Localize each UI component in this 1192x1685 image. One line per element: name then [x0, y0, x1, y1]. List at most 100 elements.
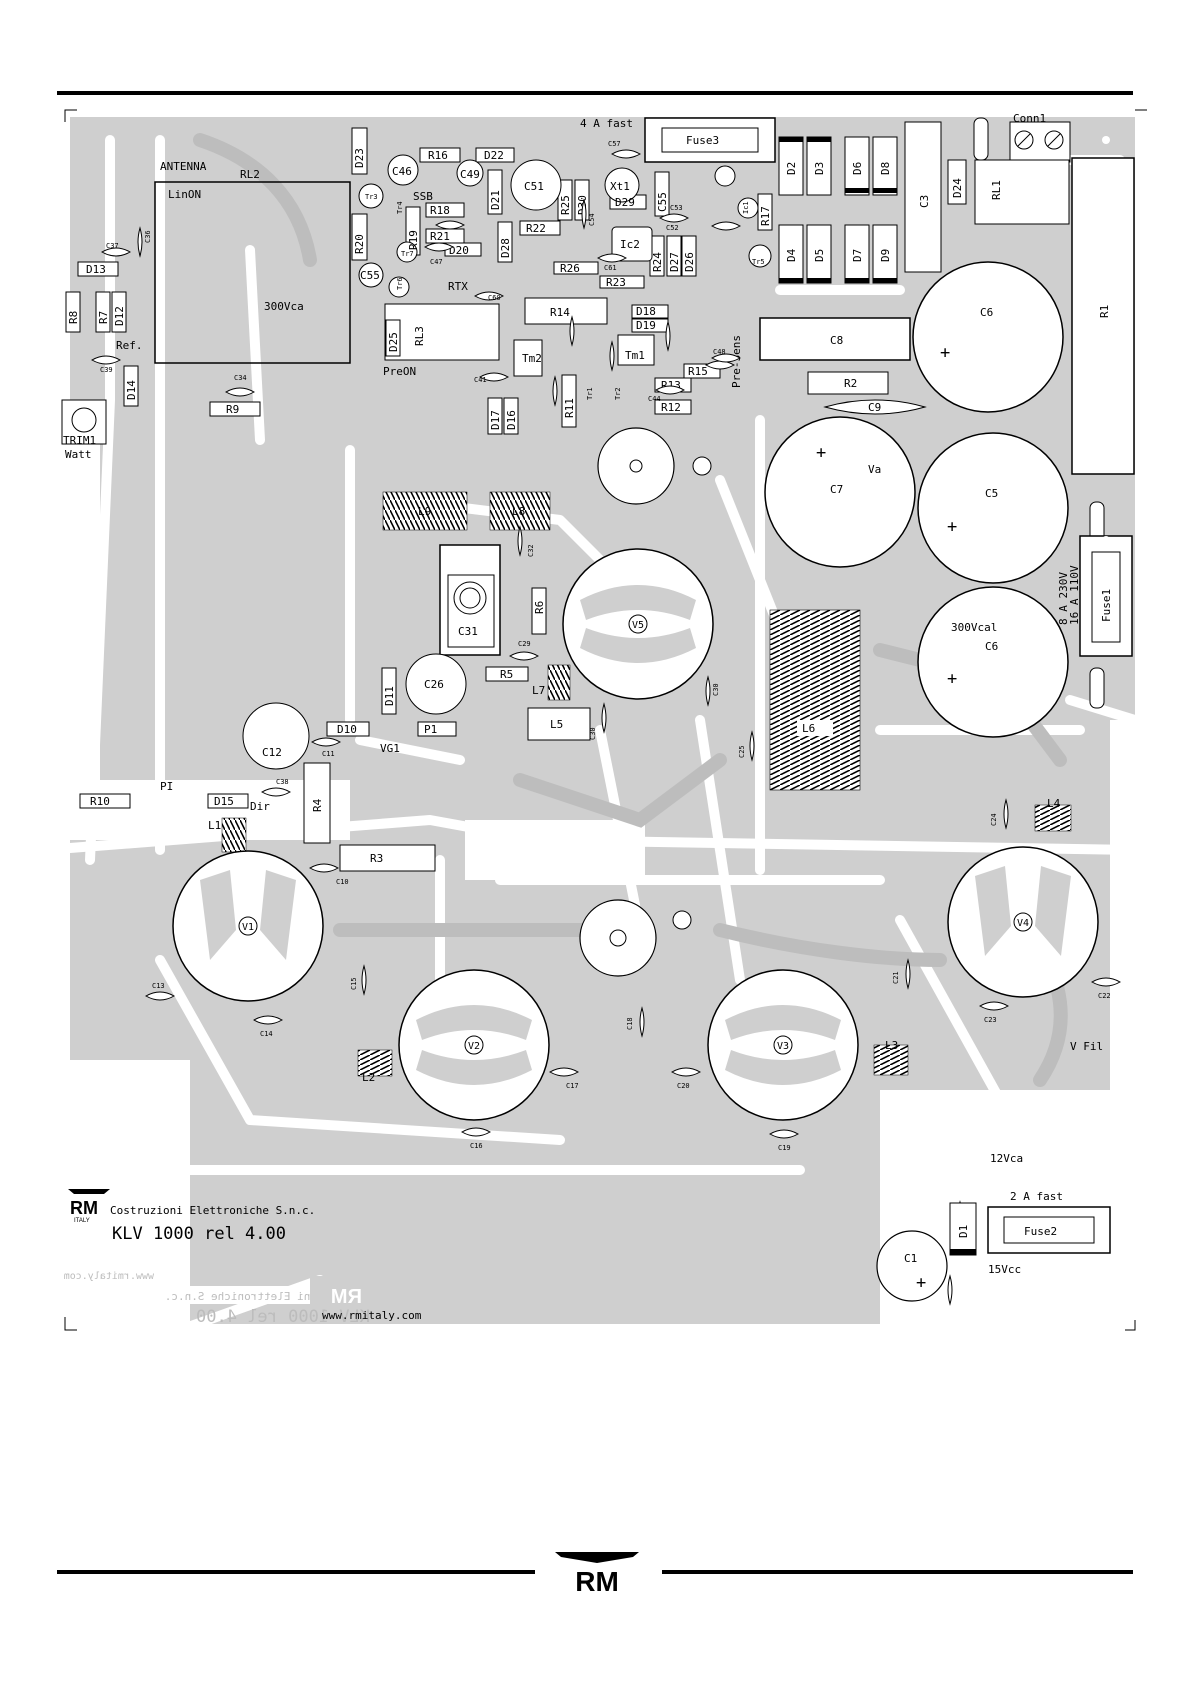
svg-text:D16: D16: [505, 410, 518, 430]
svg-text:C47: C47: [430, 258, 443, 266]
svg-text:C21: C21: [892, 971, 900, 984]
capacitor-c3: C3: [904, 121, 942, 273]
svg-text:R9: R9: [226, 403, 239, 416]
svg-text:C8: C8: [830, 334, 843, 347]
svg-text:R11: R11: [563, 398, 576, 418]
svg-text:C11: C11: [322, 750, 335, 758]
resistor-r2: R2: [807, 371, 889, 395]
relay-rl3: D25 RL3 PreON: [383, 303, 500, 378]
electrolytic-c4: C5 +: [917, 432, 1069, 584]
svg-text:R7: R7: [97, 311, 110, 324]
left-edge-labels: D13 R8 R7 D12 D14 Ref. TRIM1 Watt R9 R10…: [63, 263, 270, 813]
svg-text:L1: L1: [208, 819, 221, 832]
svg-text:R23: R23: [606, 276, 626, 289]
svg-text:Conn1: Conn1: [1013, 112, 1046, 125]
svg-text:300Vca: 300Vca: [264, 300, 304, 313]
svg-text:C51: C51: [524, 180, 544, 193]
svg-text:C6: C6: [985, 640, 998, 653]
svg-text:C39: C39: [100, 366, 113, 374]
svg-text:R25: R25: [559, 195, 572, 215]
svg-text:SSB: SSB: [413, 190, 433, 203]
svg-text:D28: D28: [499, 238, 512, 258]
svg-text:D12: D12: [113, 306, 126, 326]
svg-text:RM: RM: [331, 1286, 362, 1308]
svg-text:D1: D1: [957, 1225, 970, 1238]
svg-text:LinON: LinON: [168, 188, 201, 201]
svg-text:C23: C23: [984, 1016, 997, 1024]
electrolytic-c5: C6 300Vcal +: [917, 586, 1069, 738]
svg-text:D3: D3: [813, 162, 826, 175]
svg-text:Watt: Watt: [65, 448, 92, 461]
svg-text:Tr4: Tr4: [396, 201, 404, 214]
ceramic-capacitor-labels: C37 C39 C34 C36 C41 C48 C44 C32 C29 C30 …: [100, 140, 1111, 1228]
rectifier-diode-labels: D2 D3 D4 D5 D6 D8 D7 D9: [785, 162, 892, 262]
svg-text:C15: C15: [350, 977, 358, 990]
svg-text:16 A 110V: 16 A 110V: [1068, 565, 1081, 625]
svg-text:RL3: RL3: [413, 326, 426, 346]
svg-text:D18: D18: [636, 305, 656, 318]
svg-text:C25: C25: [738, 745, 746, 758]
svg-text:C20: C20: [677, 1082, 690, 1090]
svg-text:P1: P1: [424, 723, 437, 736]
svg-text:C57: C57: [608, 140, 621, 148]
svg-text:RTX: RTX: [448, 280, 468, 293]
svg-text:4 A fast: 4 A fast: [580, 117, 633, 130]
svg-text:D24: D24: [951, 178, 964, 198]
svg-text:R21: R21: [430, 230, 450, 243]
svg-text:Fuse2: Fuse2: [1024, 1225, 1057, 1238]
svg-text:C38: C38: [276, 778, 289, 786]
svg-text:L6: L6: [802, 722, 815, 735]
svg-text:Tm2: Tm2: [522, 352, 542, 365]
svg-text:C26: C26: [424, 678, 444, 691]
svg-text:D15: D15: [214, 795, 234, 808]
svg-text:C7: C7: [830, 483, 843, 496]
electrolytic-c6: C6 +: [912, 261, 1064, 413]
footer-rule-left: [57, 1570, 535, 1574]
svg-text:D19: D19: [636, 319, 656, 332]
top-left-labels: D23 R20 R16 D22 R18 R21 R22 R26 R23 D20 …: [353, 148, 772, 293]
inductors-small: L1 L2 L3 L4: [208, 797, 1072, 1084]
svg-text:D2: D2: [785, 162, 798, 175]
svg-text:Va: Va: [868, 463, 881, 476]
svg-text:L7: L7: [532, 684, 545, 697]
tube-v5: V5: [562, 548, 714, 700]
tube-v1: V1: [172, 850, 324, 1002]
svg-text:Pre-Sens: Pre-Sens: [730, 335, 743, 388]
svg-text:C54: C54: [588, 213, 596, 226]
svg-text:C22: C22: [1098, 992, 1111, 1000]
svg-text:C18: C18: [626, 1017, 634, 1030]
mounting-hole-center: [579, 899, 692, 977]
svg-text:R19: R19: [407, 230, 420, 250]
conn1-terminal: Conn1: [973, 112, 1071, 163]
svg-text:R16: R16: [428, 149, 448, 162]
svg-text:C29: C29: [518, 640, 531, 648]
svg-text:L2: L2: [362, 1071, 375, 1084]
svg-text:Ic1: Ic1: [742, 201, 750, 214]
svg-text:C17: C17: [566, 1082, 579, 1090]
svg-text:KLV 1000 rel 4.00: KLV 1000 rel 4.00: [196, 1307, 370, 1327]
svg-text:C53: C53: [670, 204, 683, 212]
svg-text:Tr7: Tr7: [401, 250, 414, 258]
inductors-l8-l9: L9 L8: [382, 491, 551, 531]
vg1-labels: R6 R5 C26 D11 L5 D10 P1 VG1 C12 R4 R3 L7: [262, 601, 563, 865]
svg-text:C60: C60: [488, 294, 501, 302]
svg-text:R5: R5: [500, 668, 513, 681]
svg-text:8 A 230V: 8 A 230V: [1057, 572, 1070, 625]
svg-text:D26: D26: [683, 252, 696, 272]
svg-text:R24: R24: [651, 252, 664, 272]
svg-text:C32: C32: [527, 544, 535, 557]
fuse1-holder: Fuse1 8 A 230V 16 A 110V: [1057, 501, 1133, 709]
svg-text:R22: R22: [526, 222, 546, 235]
svg-text:D27: D27: [668, 252, 681, 272]
svg-text:L9: L9: [418, 505, 431, 518]
middle-upper-labels: R14 D18 D19 Tm2 Tm1 R15 R13 R12 R11 D17 …: [489, 305, 743, 430]
svg-text:Tr1: Tr1: [586, 387, 594, 400]
svg-text:C14: C14: [260, 1030, 273, 1038]
top-left-circles: [358, 154, 772, 298]
svg-text:V4: V4: [1017, 918, 1029, 929]
svg-text:R15: R15: [688, 365, 708, 378]
svg-text:C55: C55: [360, 269, 380, 282]
svg-text:V Fil: V Fil: [1070, 1040, 1103, 1053]
svg-text:Fuse1: Fuse1: [1100, 589, 1113, 622]
svg-text:Tr5: Tr5: [752, 258, 765, 266]
